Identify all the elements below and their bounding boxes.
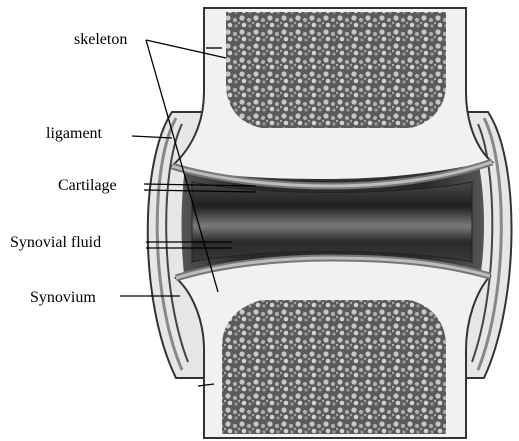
upper-spongy-bone: [226, 12, 446, 128]
label-ligament: ligament: [46, 125, 103, 142]
lower-spongy-bone: [222, 300, 446, 434]
label-cartilage: Cartilage: [58, 177, 117, 194]
label-synovial-fluid: Synovial fluid: [10, 234, 101, 251]
label-synovium: Synovium: [30, 289, 96, 306]
label-skeleton: skeleton: [74, 31, 127, 48]
